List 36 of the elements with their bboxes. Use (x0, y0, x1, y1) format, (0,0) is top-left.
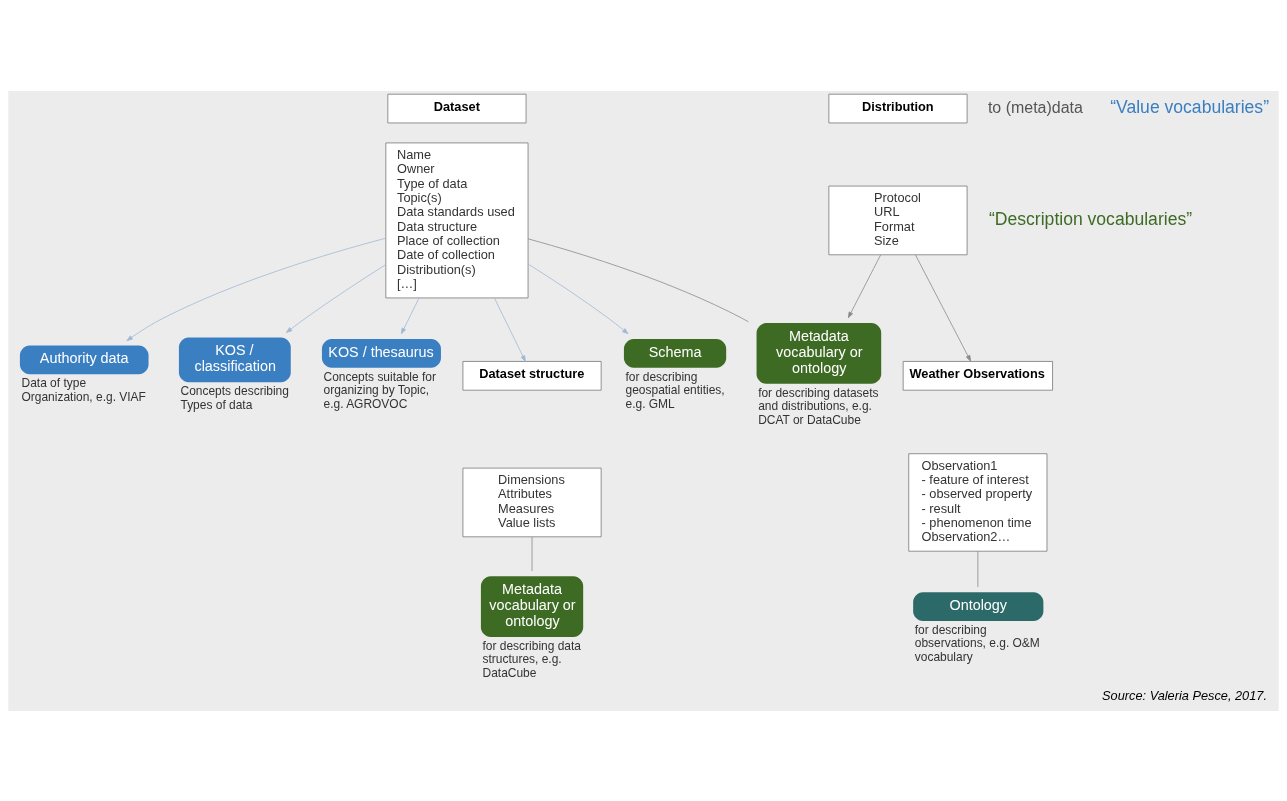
node-box: Dataset (387, 93, 527, 123)
arrow (847, 254, 881, 318)
connector (531, 536, 533, 571)
node-box: Metadata vocabulary or ontology (756, 322, 882, 384)
node-label: Concepts describing Types of data (180, 383, 289, 412)
node-box: Weather Observations (902, 360, 1053, 391)
node-label: for describing observations, e.g. O&M vocabulary (914, 622, 1040, 664)
arrow (527, 263, 629, 334)
label: “Value vocabularies” (1110, 96, 1269, 117)
caption: Source: Valeria Pesce, 2017. (1102, 687, 1267, 703)
node-box: Name Owner Type of data Topic(s) Data standards used Data structure Place of collection Date of collection Distribution(s) […] (385, 142, 529, 298)
node-box: Metadata vocabulary or ontology (480, 575, 584, 637)
node-box: Dataset structure (462, 360, 602, 391)
node-box: Dimensions Attributes Measures Value lists (462, 467, 602, 537)
node-label: for describing geospatial entities, e.g. GML (625, 369, 725, 411)
label: to (meta)data (987, 98, 1083, 116)
arrow (401, 297, 420, 334)
node-box: KOS / thesaurus (321, 338, 441, 368)
node-box: Ontology (913, 591, 1044, 621)
connector (527, 237, 749, 322)
node-box: Authority data (19, 344, 149, 374)
arrow (494, 297, 526, 362)
node-label: for describing datasets and distributions, e.g. DCAT or DataCube (758, 385, 879, 427)
node-label: for describing data structures, e.g. DataCube (482, 638, 581, 680)
node-box: Observation1 - feature of interest - observed property - result - phenomenon time Observation2… (908, 452, 1048, 552)
arrow (915, 254, 972, 362)
arrow (126, 237, 386, 341)
node-box: Schema (623, 338, 727, 368)
arrow (285, 263, 386, 333)
node-box: Distribution (828, 93, 968, 123)
node-box: KOS / classification (178, 337, 291, 382)
node-label: Data of type Organization, e.g. VIAF (21, 375, 146, 404)
node-label: Concepts suitable for organizing by Topic, e.g. AGROVOC (323, 369, 436, 411)
label: “Description vocabularies” (989, 208, 1193, 229)
connector (977, 550, 979, 587)
node-box: Protocol URL Format Size (828, 185, 968, 255)
